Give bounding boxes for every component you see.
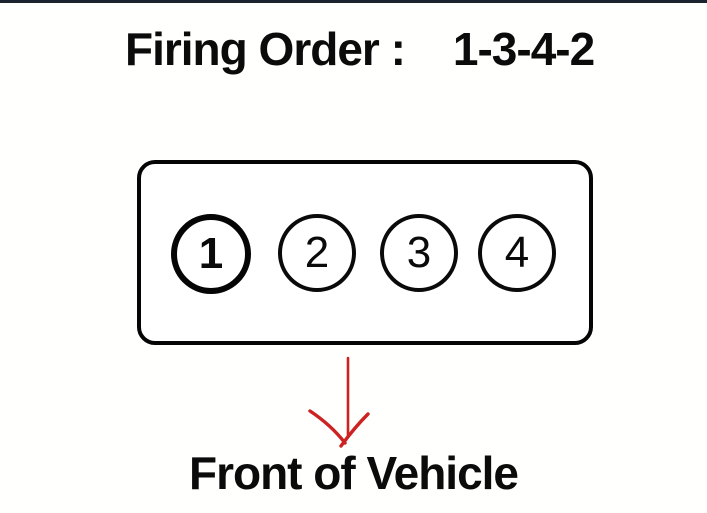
cylinder-2-number: 2	[304, 228, 330, 277]
cylinder-1-number: 1	[198, 229, 224, 278]
firing-order-value: 1-3-4-2	[452, 23, 595, 75]
front-direction-arrow-icon	[308, 356, 370, 448]
cylinder-1-marker: 1	[171, 214, 251, 294]
top-edge-divider	[0, 0, 707, 3]
arrow-right-wing	[339, 412, 370, 448]
cylinder-4-number: 4	[504, 228, 530, 277]
cylinder-2-marker: 2	[278, 214, 356, 292]
cylinder-3-marker: 3	[380, 214, 458, 292]
cylinder-4-marker: 4	[478, 214, 556, 292]
cylinder-3-number: 3	[406, 228, 432, 277]
front-of-vehicle-label: Front of Vehicle	[188, 447, 519, 499]
page-title: Firing Order : 1-3-4-2	[125, 23, 595, 75]
engine-cylinder-box: 1 2 3 4	[137, 160, 593, 345]
arrow-left-wing	[308, 409, 347, 445]
firing-order-label: Firing Order :	[125, 23, 406, 75]
